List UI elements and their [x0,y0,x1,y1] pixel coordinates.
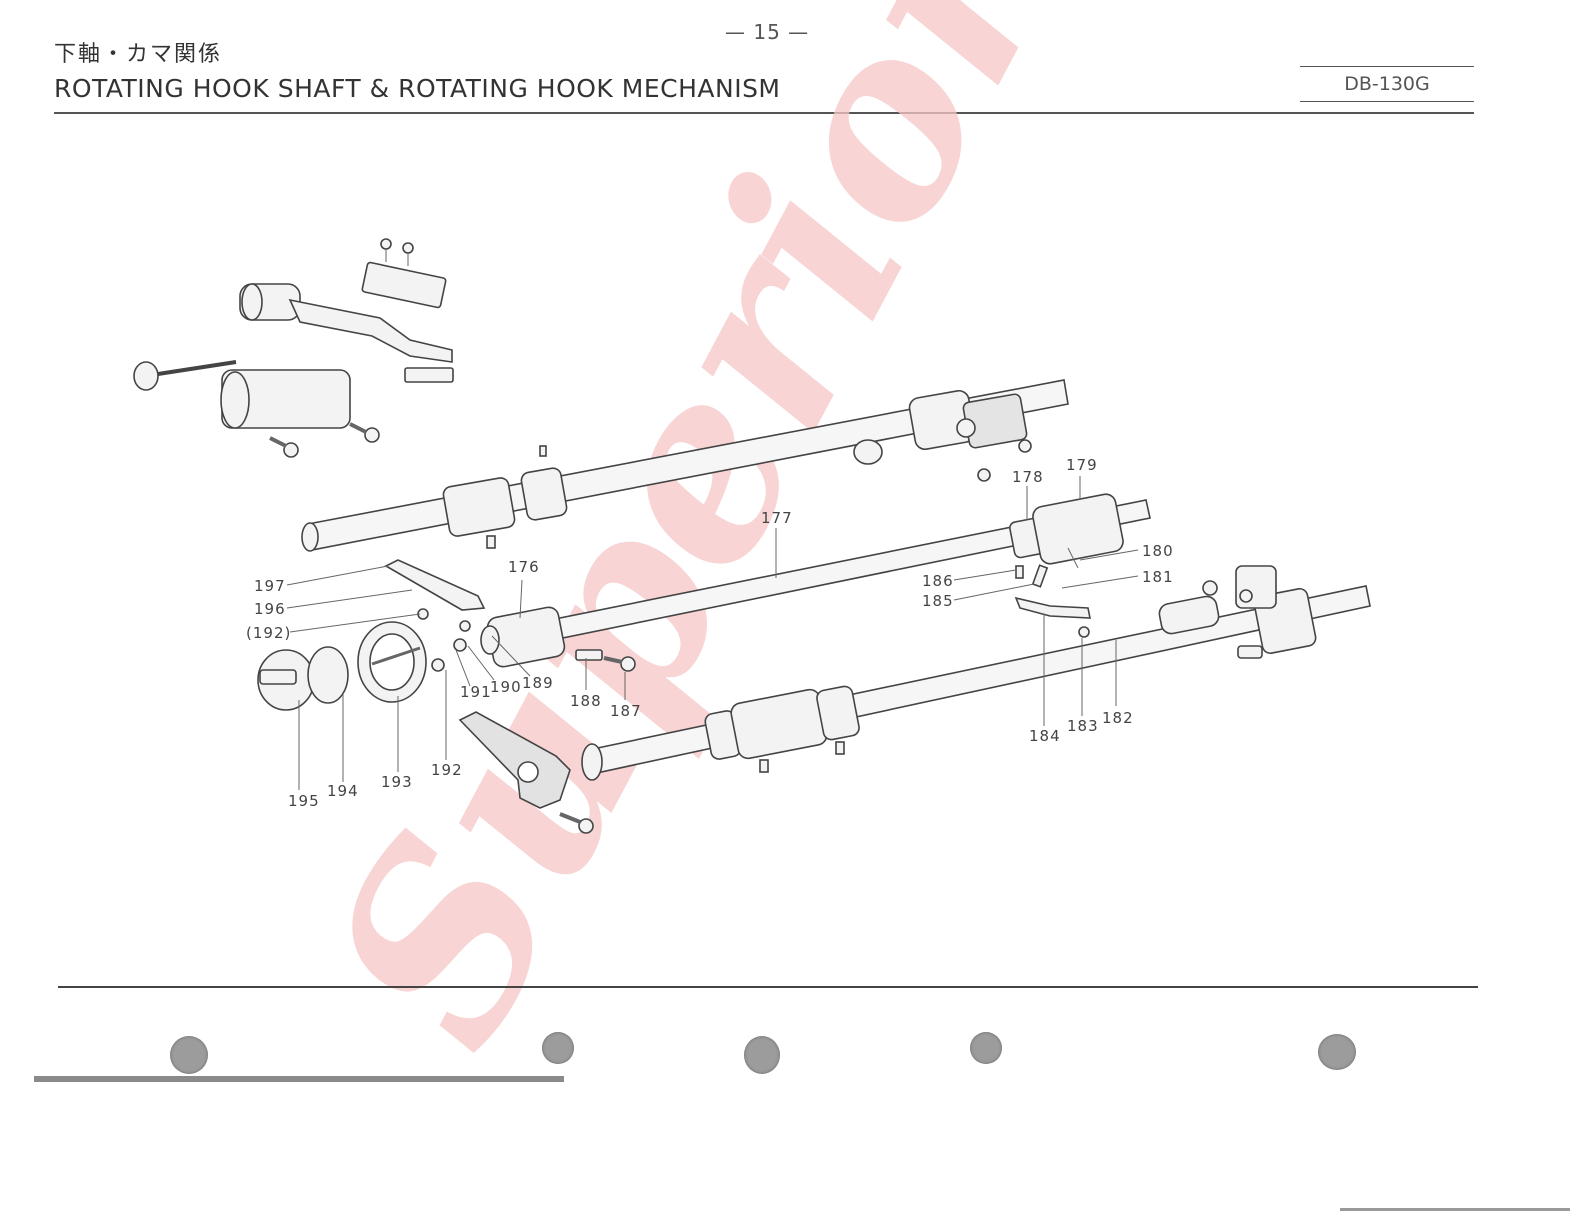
callout-197: 197 [254,577,286,595]
callout-184: 184 [1029,727,1061,745]
callout-180: 180 [1142,542,1174,560]
callout-187: 187 [610,702,642,720]
footer-divider [58,986,1478,988]
callout-190: 190 [490,678,522,696]
callout-186: 186 [922,572,954,590]
callout-189: 189 [522,674,554,692]
callout-188: 188 [570,692,602,710]
callout-179: 179 [1066,456,1098,474]
callout-185: 185 [922,592,954,610]
footer-edge-strip [1340,1208,1570,1211]
upper-bracket-assembly [134,239,453,457]
callout-192: 192 [431,761,463,779]
binder-hole [542,1032,574,1064]
callout-193: 193 [381,773,413,791]
callout-181: 181 [1142,568,1174,586]
callout-195: 195 [288,792,320,810]
binder-hole [744,1036,780,1074]
callout-194: 194 [327,782,359,800]
page-edge-strip [34,1076,564,1082]
binder-hole [970,1032,1002,1064]
callout-196: 196 [254,600,286,618]
callout-182: 182 [1102,709,1134,727]
callout-192-ref: (192) [246,624,291,642]
binder-hole [170,1036,208,1074]
callout-176: 176 [508,558,540,576]
callout-178: 178 [1012,468,1044,486]
callout-191: 191 [460,683,492,701]
callout-183: 183 [1067,717,1099,735]
binder-hole [1318,1034,1356,1070]
callout-177: 177 [761,509,793,527]
